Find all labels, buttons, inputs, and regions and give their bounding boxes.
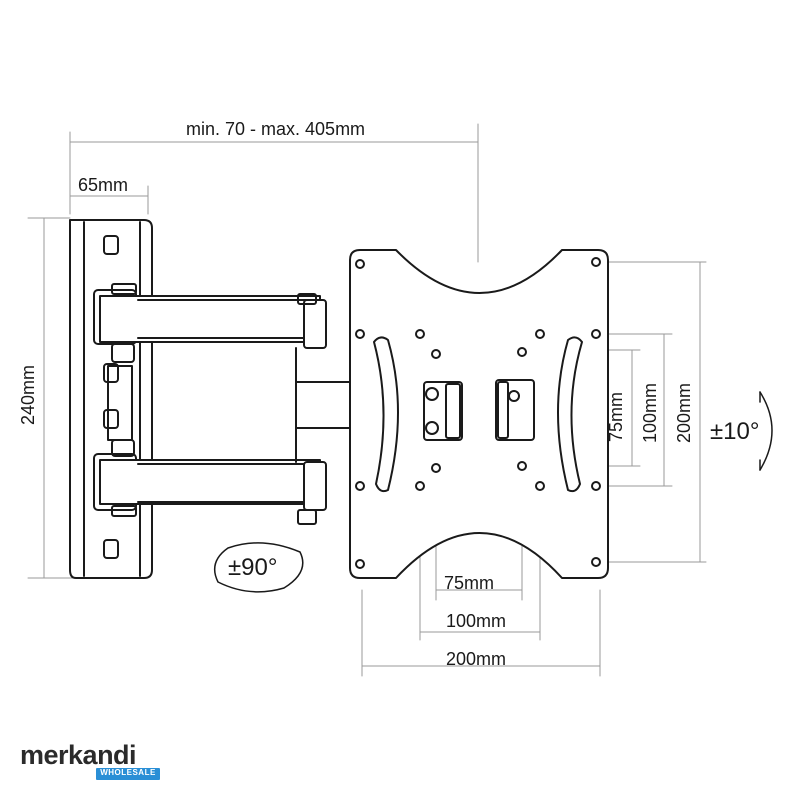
merkandi-logo: merkandi WHOLESALE	[20, 742, 160, 782]
arm-extension-label: min. 70 - max. 405mm	[186, 119, 366, 139]
vesa-vertical-medium-label: 100mm	[640, 382, 660, 444]
swivel-angle-label: ±90°	[228, 554, 278, 581]
vesa-horizontal-large-label: 200mm	[446, 649, 507, 669]
brand-name: merkandi	[20, 740, 137, 770]
vesa-plate	[349, 249, 609, 579]
lower-arm	[93, 453, 327, 525]
middle-joint	[107, 343, 135, 457]
tilt-angle-label: ±10°	[710, 418, 760, 445]
swivel-arrow	[213, 542, 304, 593]
vesa-horizontal-small-label: 75mm	[444, 573, 495, 593]
upper-arm	[93, 283, 327, 349]
wall-plate	[69, 219, 153, 579]
vesa-horizontal-medium-label: 100mm	[446, 611, 507, 631]
wall-plate-height-label: 240mm	[18, 364, 38, 426]
vesa-vertical-small-label: 75mm	[606, 392, 626, 443]
wall-plate-width-label: 65mm	[78, 175, 129, 195]
tilt-arrow	[759, 391, 773, 471]
brand-badge: WHOLESALE	[96, 768, 160, 780]
brand-tagline: WHOLESALE	[100, 768, 156, 777]
vesa-vertical-large-label: 200mm	[674, 382, 694, 444]
